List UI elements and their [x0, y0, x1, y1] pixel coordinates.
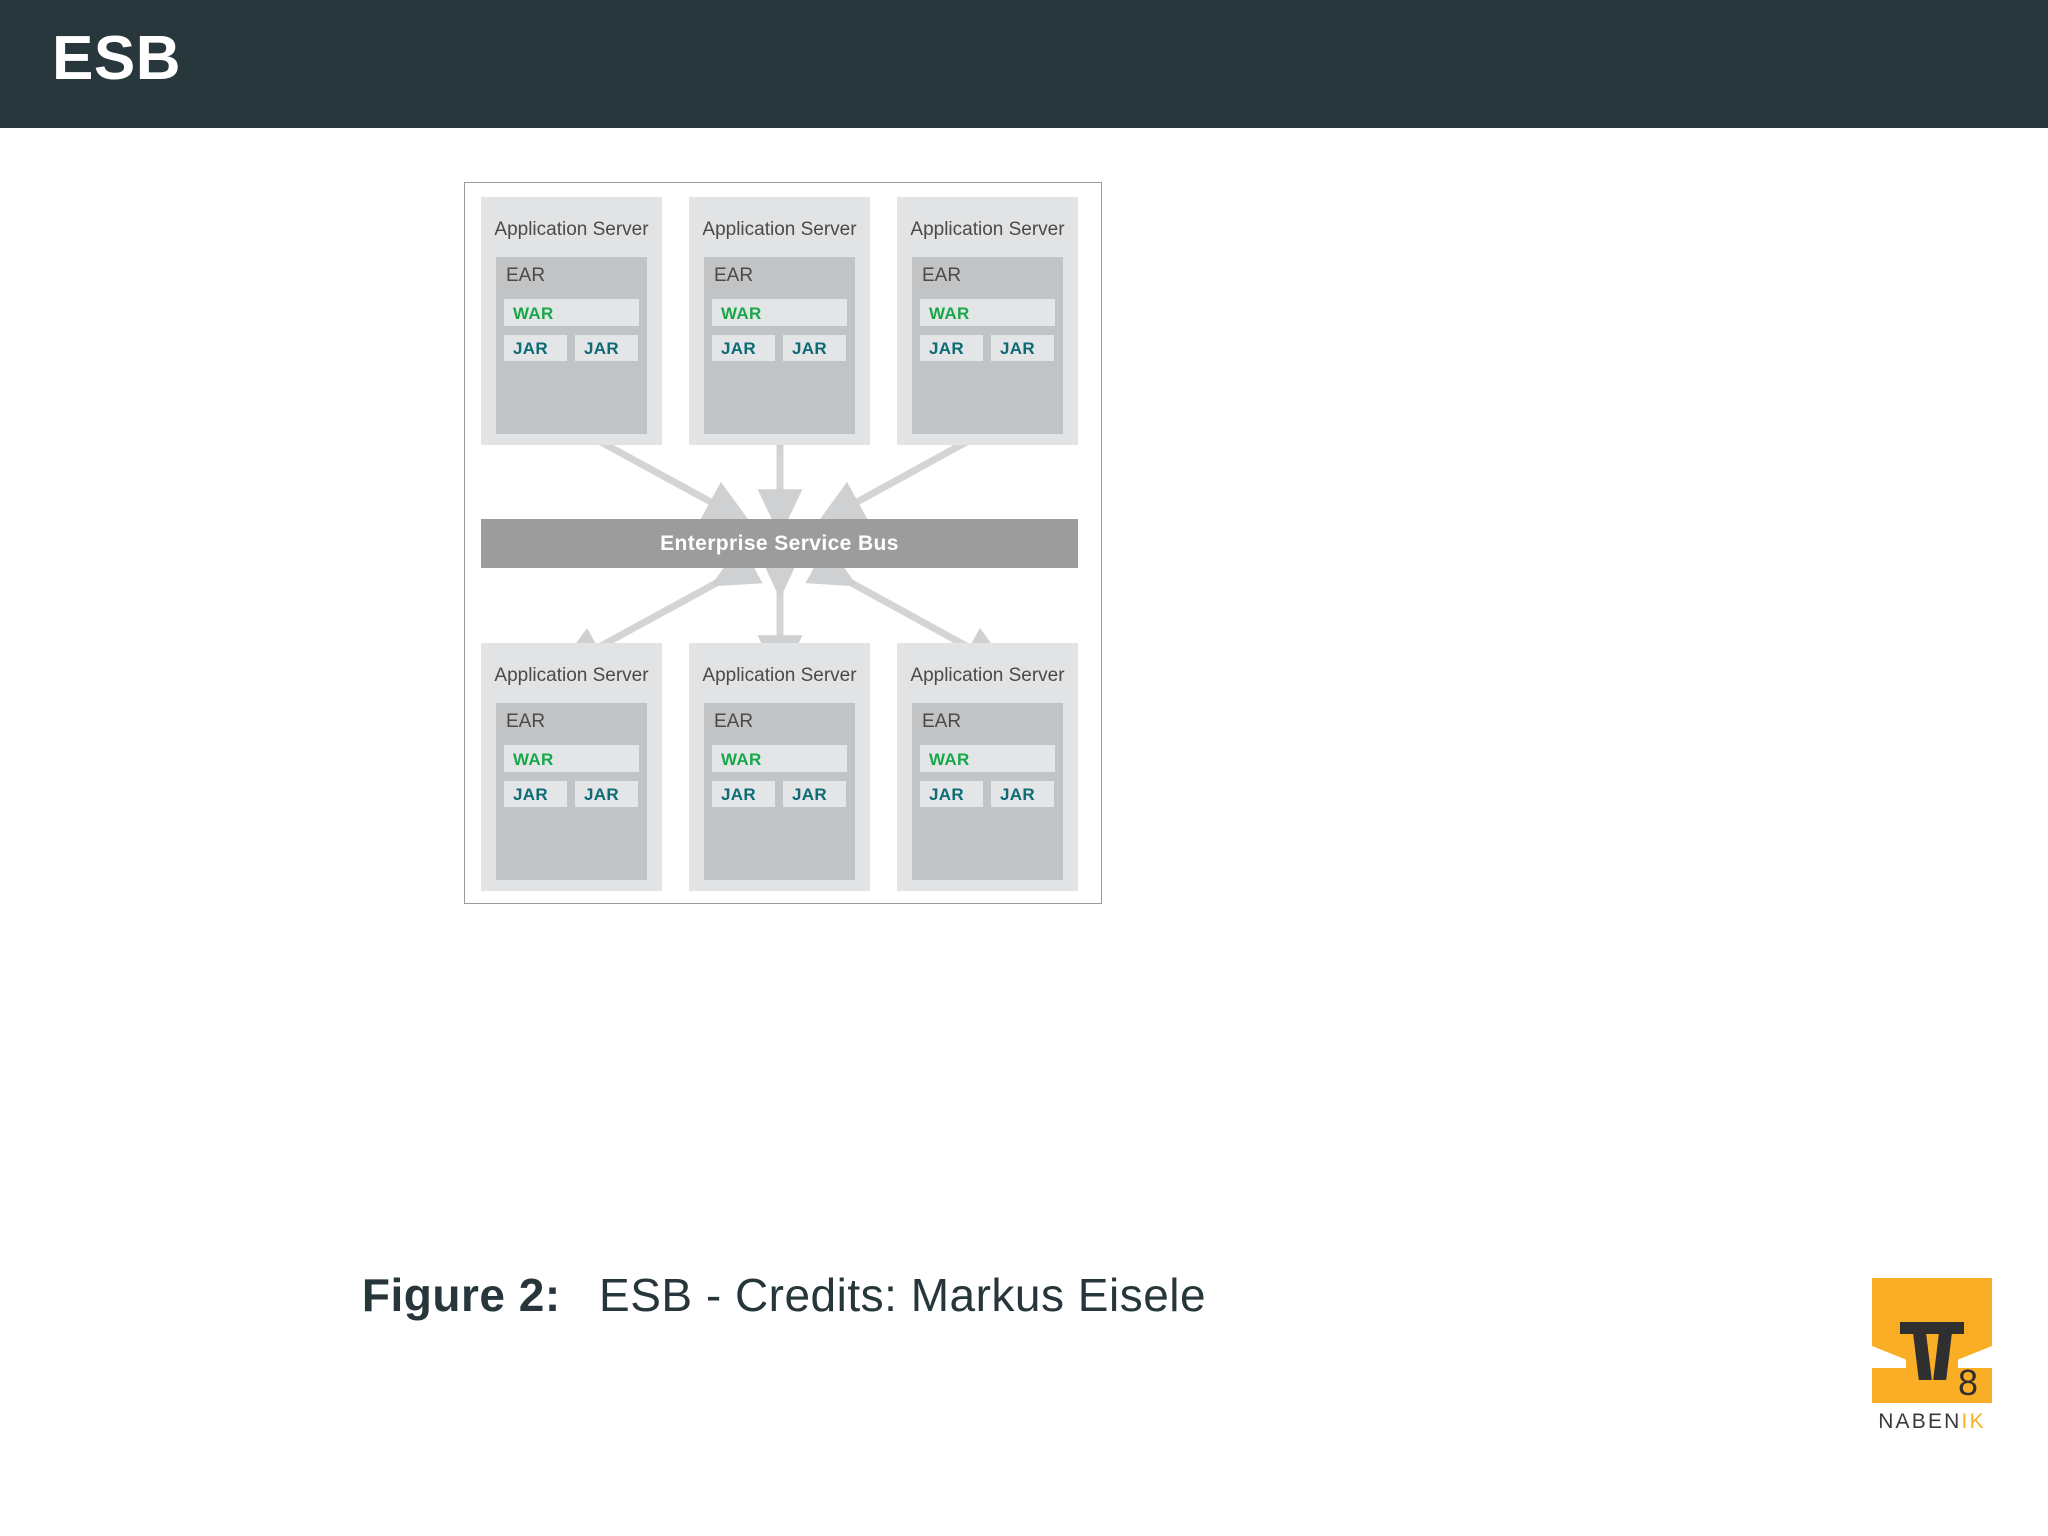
ear-label: EAR — [922, 711, 962, 732]
brand-logo: 8 NABENIK — [1862, 1278, 2022, 1528]
ear-label: EAR — [714, 265, 754, 286]
jar-label: JAR — [584, 339, 619, 358]
war-module: WAR — [920, 299, 1055, 326]
logo-beam-icon — [1900, 1322, 1964, 1334]
jar-label: JAR — [721, 785, 756, 804]
app-server-title: Application Server — [702, 219, 857, 240]
jar-row: JAR JAR — [712, 781, 847, 807]
app-server-title: Application Server — [910, 219, 1065, 240]
app-server-card: Application Server EAR WAR JAR JAR — [897, 643, 1078, 891]
jar-label: JAR — [929, 785, 964, 804]
war-module: WAR — [504, 745, 639, 772]
jar-module: JAR — [920, 335, 983, 361]
app-server-title: Application Server — [702, 665, 857, 686]
war-label: WAR — [721, 304, 762, 323]
ear-label: EAR — [922, 265, 962, 286]
jar-label: JAR — [792, 785, 827, 804]
app-server-card: Application Server EAR WAR JAR JAR — [897, 197, 1078, 445]
logo-right-leg-icon — [1933, 1334, 1952, 1380]
slide-header-bar: ESB — [0, 0, 2048, 128]
jar-module: JAR — [783, 781, 846, 807]
jar-label: JAR — [584, 785, 619, 804]
ear-label: EAR — [506, 711, 546, 732]
logo-left-leg-icon — [1913, 1334, 1932, 1380]
logo-mark-icon: 8 — [1872, 1278, 1992, 1403]
figure-frame: Application Server EAR WAR JAR JAR Appli… — [464, 182, 1102, 904]
app-server-card: Application Server EAR WAR JAR JAR — [689, 643, 870, 891]
jar-row: JAR JAR — [504, 781, 639, 807]
war-module: WAR — [920, 745, 1055, 772]
ear-module: EAR WAR JAR JAR — [912, 257, 1063, 434]
jar-label: JAR — [513, 339, 548, 358]
jar-label: JAR — [929, 339, 964, 358]
jar-label: JAR — [513, 785, 548, 804]
jar-label: JAR — [1000, 785, 1035, 804]
ear-label: EAR — [714, 711, 754, 732]
app-server-card: Application Server EAR WAR JAR JAR — [689, 197, 870, 445]
jar-row: JAR JAR — [920, 335, 1055, 361]
app-server-title: Application Server — [494, 665, 649, 686]
jar-module: JAR — [991, 335, 1054, 361]
jar-module: JAR — [783, 335, 846, 361]
ear-module: EAR WAR JAR JAR — [496, 257, 647, 434]
jar-module: JAR — [991, 781, 1054, 807]
jar-label: JAR — [792, 339, 827, 358]
page-number: 8 — [1957, 1362, 1978, 1403]
jar-module: JAR — [575, 335, 638, 361]
ear-module: EAR WAR JAR JAR — [704, 257, 855, 434]
jar-row: JAR JAR — [920, 781, 1055, 807]
app-server-card: Application Server EAR WAR JAR JAR — [481, 643, 662, 891]
ear-module: EAR WAR JAR JAR — [496, 703, 647, 880]
war-label: WAR — [929, 304, 970, 323]
jar-label: JAR — [1000, 339, 1035, 358]
figure-caption: Figure 2: ESB - Credits: Markus Eisele — [0, 1268, 1568, 1322]
enterprise-service-bus: Enterprise Service Bus — [481, 519, 1078, 568]
ear-module: EAR WAR JAR JAR — [912, 703, 1063, 880]
figure-caption-text: ESB - Credits: Markus Eisele — [599, 1269, 1207, 1321]
esb-label: Enterprise Service Bus — [660, 531, 899, 555]
jar-module: JAR — [712, 781, 775, 807]
jar-module: JAR — [504, 781, 567, 807]
jar-module: JAR — [920, 781, 983, 807]
page-title: ESB — [52, 24, 181, 93]
ear-label: EAR — [506, 265, 546, 286]
jar-label: JAR — [721, 339, 756, 358]
app-server-title: Application Server — [910, 665, 1065, 686]
logo-left-notch-icon — [1872, 1346, 1906, 1368]
logo-wordmark-primary: NABEN — [1878, 1410, 1962, 1433]
war-module: WAR — [504, 299, 639, 326]
war-label: WAR — [721, 750, 762, 769]
app-server-card: Application Server EAR WAR JAR JAR — [481, 197, 662, 445]
jar-module: JAR — [504, 335, 567, 361]
app-server-title: Application Server — [494, 219, 649, 240]
logo-wordmark: NABENIK — [1862, 1410, 2002, 1434]
jar-row: JAR JAR — [504, 335, 639, 361]
jar-module: JAR — [575, 781, 638, 807]
logo-wordmark-accent: IK — [1961, 1410, 1986, 1433]
ear-module: EAR WAR JAR JAR — [704, 703, 855, 880]
war-label: WAR — [929, 750, 970, 769]
war-module: WAR — [712, 745, 847, 772]
jar-row: JAR JAR — [712, 335, 847, 361]
war-module: WAR — [712, 299, 847, 326]
war-label: WAR — [513, 750, 554, 769]
figure-caption-label: Figure 2: — [361, 1269, 561, 1321]
war-label: WAR — [513, 304, 554, 323]
jar-module: JAR — [712, 335, 775, 361]
